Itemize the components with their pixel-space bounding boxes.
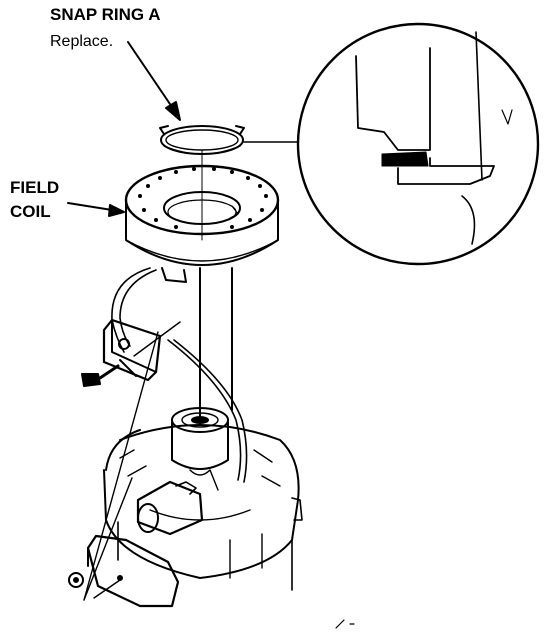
- field-coil-label-line1: FIELD: [10, 178, 59, 197]
- mounting-bolt: [81, 364, 120, 387]
- lead-bracket: [102, 318, 162, 382]
- field-coil-label-line2: COIL: [10, 202, 51, 221]
- field-coil-lead-wire: [111, 267, 248, 483]
- field-coil-rivets: [138, 167, 268, 229]
- snap-ring-note: Replace.: [50, 33, 113, 50]
- field-coil: [124, 164, 280, 266]
- snap-ring: [159, 125, 245, 155]
- snap-ring-label: SNAP RING A: [50, 5, 161, 24]
- bottom-corner-marks: [335, 619, 355, 629]
- lower-mount-bracket: [68, 534, 180, 608]
- snap-ring-detail-inset: [243, 22, 540, 266]
- compressor-connector: [136, 480, 204, 536]
- compressor-body: [103, 407, 303, 591]
- snap-ring-leader-arrow: [127, 41, 181, 121]
- lower-leader-lines: [83, 331, 159, 601]
- field-coil-leader-arrow: [67, 202, 125, 217]
- bracket-leader: [133, 321, 181, 357]
